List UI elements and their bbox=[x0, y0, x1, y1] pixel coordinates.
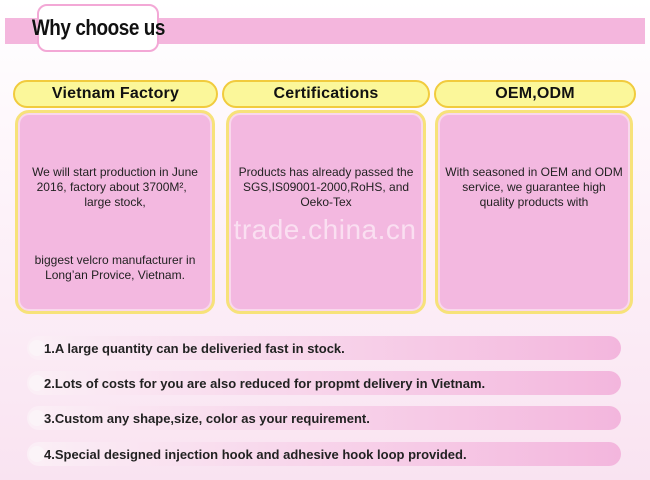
title-tab: Why choose us bbox=[31, 4, 165, 52]
card-oem-odm: With seasoned in OEM and ODM service, we… bbox=[435, 110, 633, 314]
card-text-oem: With seasoned in OEM and ODM service, we… bbox=[445, 165, 623, 209]
header-certifications: Certifications bbox=[222, 80, 430, 108]
watermark: trade.china.cn bbox=[233, 214, 417, 245]
card-text-certifications: Products has already passed the SGS,IS09… bbox=[238, 165, 414, 209]
advantage-item-2: 2.Lots of costs for you are also reduced… bbox=[27, 371, 621, 395]
card-text-factory: We will start production in June 2016, f… bbox=[32, 165, 198, 209]
card-vietnam-factory: We will start production in June 2016, f… bbox=[15, 110, 215, 314]
advantage-text-1: 1.A large quantity can be deliveried fas… bbox=[44, 340, 345, 356]
header-oem-odm: OEM,ODM bbox=[434, 80, 636, 108]
card-certifications: Products has already passed the SGS,IS09… bbox=[226, 110, 426, 314]
card-text-factory-bottom: biggest velcro manufacturer in Long’an P… bbox=[34, 253, 196, 282]
header-vietnam-factory: Vietnam Factory bbox=[13, 80, 218, 108]
page-title: Why choose us bbox=[31, 15, 165, 40]
advantage-item-4: 4.Special designed injection hook and ad… bbox=[27, 442, 621, 466]
advantage-text-2: 2.Lots of costs for you are also reduced… bbox=[44, 375, 486, 391]
advantage-text-3: 3.Custom any shape,size, color as your r… bbox=[44, 410, 370, 426]
advantage-item-1: 1.A large quantity can be deliveried fas… bbox=[27, 336, 621, 360]
advantage-item-3: 3.Custom any shape,size, color as your r… bbox=[27, 406, 621, 430]
advantage-text-4: 4.Special designed injection hook and ad… bbox=[44, 446, 467, 462]
